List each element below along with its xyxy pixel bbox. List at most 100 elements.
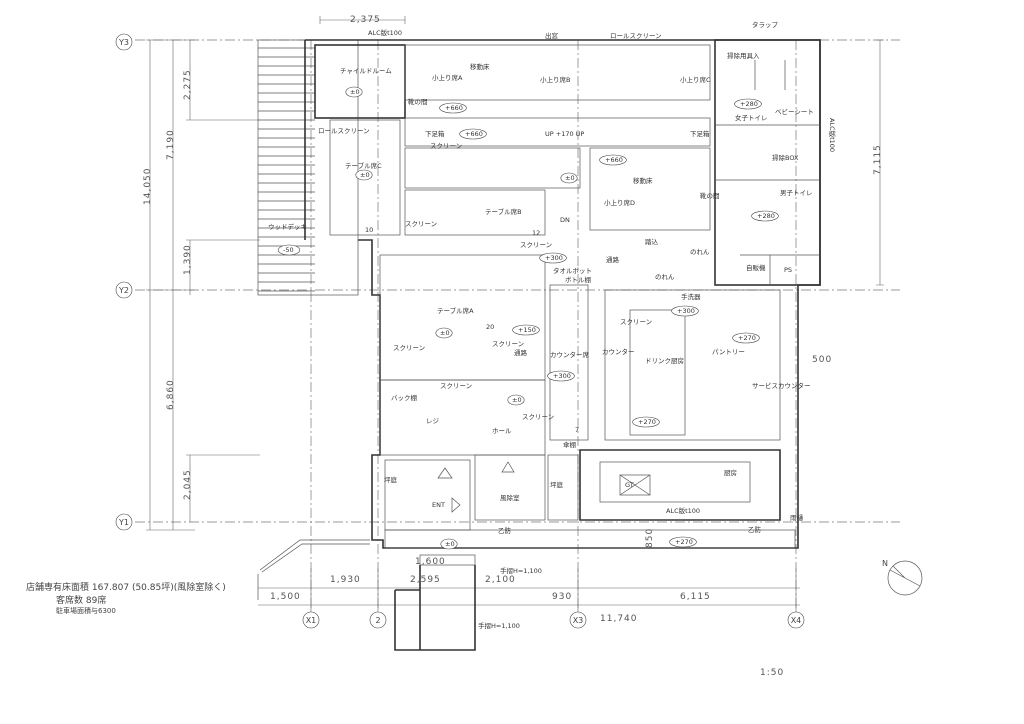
room-label: 踏込 bbox=[645, 237, 659, 246]
seat-count-note: 客席数 89席 bbox=[56, 596, 107, 606]
room-label: スクリーン bbox=[520, 241, 552, 249]
room-label: 小上り席B bbox=[540, 75, 570, 84]
room-label: 7 bbox=[575, 426, 579, 434]
room-label: のれん bbox=[655, 273, 675, 281]
room-label: 靴の間 bbox=[408, 97, 428, 106]
room-label: UP +170 UP bbox=[545, 130, 584, 138]
dimension-label: 2,100 bbox=[485, 575, 516, 585]
room-label: 靴の間 bbox=[700, 191, 720, 200]
north-arrow-icon: N bbox=[882, 559, 923, 596]
floor-level-label: +660 bbox=[605, 156, 623, 164]
floor-level-label: +300 bbox=[553, 372, 571, 380]
level-marker bbox=[560, 172, 578, 184]
room-label: 自販機 bbox=[746, 263, 766, 272]
grid-bubble bbox=[569, 611, 587, 629]
room-label: カウンター bbox=[602, 347, 635, 356]
grid-bubble bbox=[115, 281, 133, 299]
room-label: 手摺H=1,100 bbox=[478, 621, 520, 630]
floor-level-label: +660 bbox=[445, 104, 463, 112]
dimension-label: 500 bbox=[812, 355, 832, 365]
floor-level-label: ±0 bbox=[445, 540, 455, 548]
level-marker bbox=[345, 86, 363, 98]
dimension-label: 1,600 bbox=[415, 557, 446, 567]
room-label: テーブル席B bbox=[485, 207, 522, 216]
grid-label: 2 bbox=[375, 616, 380, 625]
grid-bubble bbox=[787, 611, 805, 629]
dimension-label: 6,860 bbox=[166, 379, 176, 410]
floor-level-label: ±0 bbox=[360, 171, 370, 179]
room-label: カウンター席 bbox=[550, 350, 590, 359]
svg-text:N: N bbox=[882, 559, 888, 568]
room-label: 乙防 bbox=[498, 526, 512, 535]
room-label: 移動床 bbox=[470, 62, 490, 71]
grid-bubble bbox=[369, 611, 387, 629]
floor-level-label: +270 bbox=[638, 418, 656, 426]
room-label: 厨房 bbox=[724, 468, 737, 477]
room-label: スクリーン bbox=[492, 340, 524, 348]
dimension-label: 11,740 bbox=[600, 614, 638, 624]
room-label: タオルポット bbox=[553, 266, 592, 275]
level-marker bbox=[459, 128, 487, 140]
grid-label: X3 bbox=[573, 616, 584, 625]
room-label: タラップ bbox=[752, 20, 779, 29]
room-label: バック棚 bbox=[391, 393, 418, 402]
room-label: 20 bbox=[486, 323, 494, 331]
level-marker bbox=[751, 210, 779, 222]
level-marker bbox=[277, 244, 301, 256]
level-marker bbox=[669, 536, 697, 548]
room-label: ベビーシート bbox=[775, 107, 814, 116]
floor-level-label: ±0 bbox=[512, 396, 522, 404]
wood-deck bbox=[257, 39, 359, 296]
level-marker bbox=[355, 169, 373, 181]
floor-area-note: 店舗専有床面積 167.807 (50.85坪)(風除室除く) bbox=[26, 583, 226, 593]
room-label: 男子トイレ bbox=[780, 189, 813, 197]
room-label: 雨樋 bbox=[790, 513, 804, 522]
room-label: ボトル棚 bbox=[565, 275, 592, 284]
room-label: 小上り席A bbox=[432, 73, 463, 82]
room-label: 通路 bbox=[514, 348, 528, 357]
floor-level-label: ±0 bbox=[565, 174, 575, 182]
level-marker bbox=[439, 102, 467, 114]
level-marker bbox=[512, 324, 540, 336]
level-marker bbox=[734, 98, 762, 110]
room-label: スクリーン bbox=[440, 382, 472, 390]
room-label: 下足箱 bbox=[425, 129, 445, 138]
level-marker bbox=[732, 332, 760, 344]
room-label: 坪庭 bbox=[384, 475, 398, 484]
room-label: 移動床 bbox=[633, 176, 653, 185]
room-label: サービスカウンター bbox=[752, 381, 811, 390]
room-label: 小上り席D bbox=[604, 198, 635, 207]
room-label: テーブル席C bbox=[345, 161, 382, 170]
floor-level-label: -50 bbox=[283, 246, 294, 254]
dimension-label: 2,275 bbox=[183, 69, 193, 100]
grid-label: X1 bbox=[306, 616, 317, 625]
dimension-label: 1,390 bbox=[183, 244, 193, 275]
room-label: 傘棚 bbox=[563, 440, 577, 449]
grid-bubble bbox=[115, 33, 133, 51]
room-label: スクリーン bbox=[405, 220, 437, 228]
dimension-label: 850 bbox=[645, 528, 655, 548]
level-marker bbox=[599, 154, 627, 166]
room-label: 乙防 bbox=[748, 525, 762, 534]
room-label: スクリーン bbox=[620, 318, 652, 326]
floor-level-label: +300 bbox=[677, 307, 695, 315]
grid-label: X4 bbox=[791, 616, 802, 625]
floor-level-label: ±0 bbox=[350, 88, 360, 96]
dimension-label: 6,115 bbox=[680, 592, 711, 602]
room-label: 出窓 bbox=[545, 31, 559, 40]
room-label: 手洗器 bbox=[681, 292, 701, 301]
grid-bubble bbox=[115, 513, 133, 531]
room-label: GT bbox=[625, 481, 634, 489]
dimension-label: 930 bbox=[552, 592, 572, 602]
grid-label: Y3 bbox=[118, 38, 129, 47]
dimension-label: 2,375 bbox=[350, 15, 381, 25]
room-label: テーブル席A bbox=[437, 306, 474, 315]
level-marker bbox=[632, 416, 660, 428]
dimension-label: 1,500 bbox=[270, 592, 301, 602]
grid-label: Y2 bbox=[118, 286, 129, 295]
room-label: 通路 bbox=[606, 255, 620, 264]
level-marker bbox=[435, 327, 453, 339]
floor-level-label: +300 bbox=[545, 254, 563, 262]
room-label: 坪庭 bbox=[550, 480, 564, 489]
